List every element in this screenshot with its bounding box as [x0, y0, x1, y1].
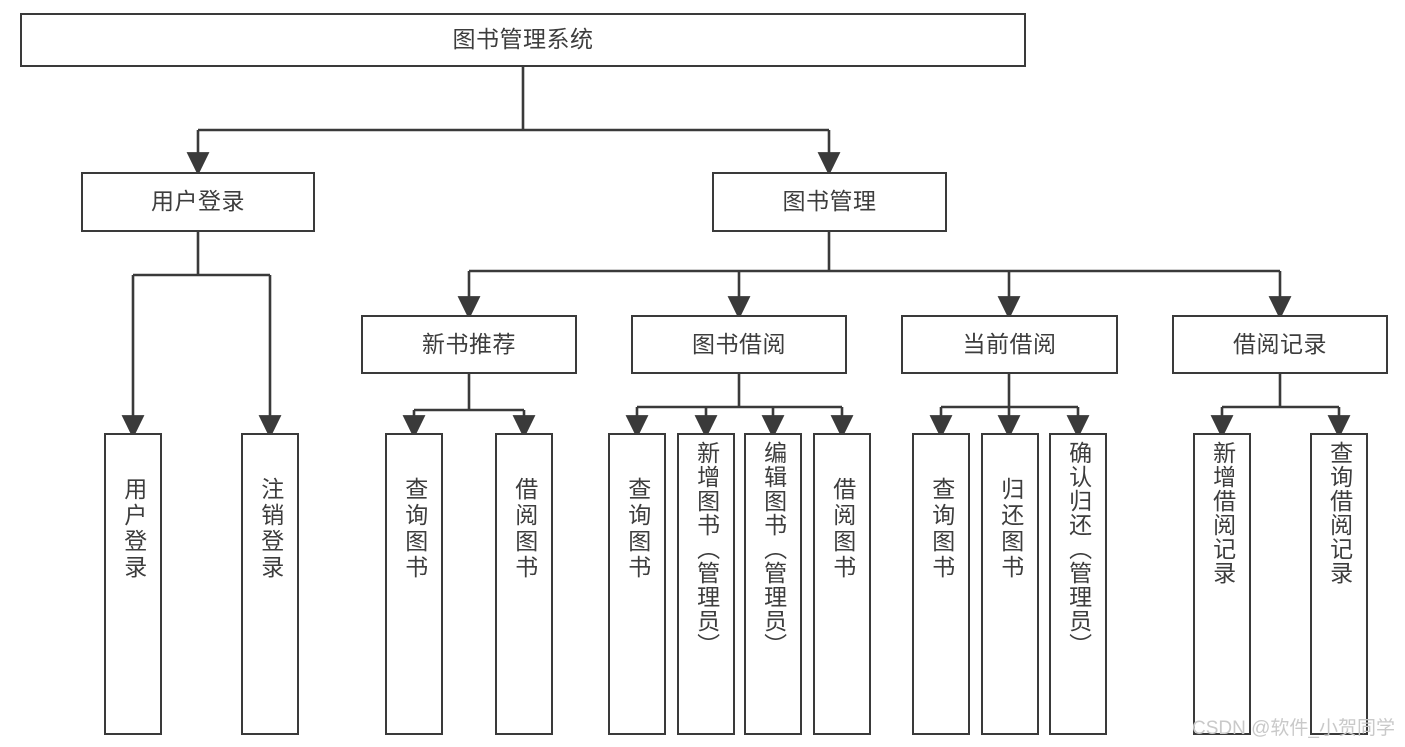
node-label: 查询图书	[624, 477, 651, 581]
node-label: 新增借阅记录	[1209, 441, 1236, 585]
node-label: 借阅图书	[511, 477, 538, 581]
node-label: 确认归还（管理员）	[1065, 441, 1092, 657]
leaf-record-query-record[interactable]: 查询借阅记录	[1310, 433, 1368, 735]
leaf-current-query-book[interactable]: 查询图书	[912, 433, 970, 735]
node-label: 归还图书	[997, 477, 1024, 581]
node-label: 图书借阅	[692, 330, 786, 357]
leaf-borrow-query-book[interactable]: 查询图书	[608, 433, 666, 735]
leaf-current-confirm-return-admin[interactable]: 确认归还（管理员）	[1049, 433, 1107, 735]
node-label: 查询图书	[928, 477, 955, 581]
node-book-management[interactable]: 图书管理	[712, 172, 947, 232]
leaf-recommend-query-book[interactable]: 查询图书	[385, 433, 443, 735]
leaf-borrow-add-book-admin[interactable]: 新增图书（管理员）	[677, 433, 735, 735]
node-label: 用户登录	[151, 188, 245, 215]
leaf-user-login-logout[interactable]: 注销登录	[241, 433, 299, 735]
leaf-current-return-book[interactable]: 归还图书	[981, 433, 1039, 735]
node-book-borrow[interactable]: 图书借阅	[631, 315, 847, 374]
node-label: 当前借阅	[962, 330, 1057, 357]
node-label: 借阅图书	[829, 477, 856, 581]
node-label: 借阅记录	[1233, 330, 1327, 357]
node-label: 用户登录	[120, 477, 147, 581]
node-label: 查询借阅记录	[1326, 441, 1353, 585]
leaf-recommend-borrow-book[interactable]: 借阅图书	[495, 433, 553, 735]
node-label: 注销登录	[257, 477, 284, 581]
node-label: 图书管理	[782, 188, 877, 215]
node-root-system[interactable]: 图书管理系统	[20, 13, 1026, 67]
node-current-borrow[interactable]: 当前借阅	[901, 315, 1118, 374]
node-label: 新书推荐	[422, 330, 516, 357]
node-label: 图书管理系统	[452, 26, 594, 53]
node-borrow-record[interactable]: 借阅记录	[1172, 315, 1388, 374]
leaf-borrow-edit-book-admin[interactable]: 编辑图书（管理员）	[744, 433, 802, 735]
node-label: 编辑图书（管理员）	[760, 441, 787, 657]
leaf-record-add-record[interactable]: 新增借阅记录	[1193, 433, 1251, 735]
node-label: 新增图书（管理员）	[693, 441, 720, 657]
node-label: 查询图书	[401, 477, 428, 581]
leaf-borrow-borrow-book[interactable]: 借阅图书	[813, 433, 871, 735]
leaf-user-login-login[interactable]: 用户登录	[104, 433, 162, 735]
node-new-book-recommend[interactable]: 新书推荐	[361, 315, 577, 374]
node-user-login[interactable]: 用户登录	[81, 172, 315, 232]
